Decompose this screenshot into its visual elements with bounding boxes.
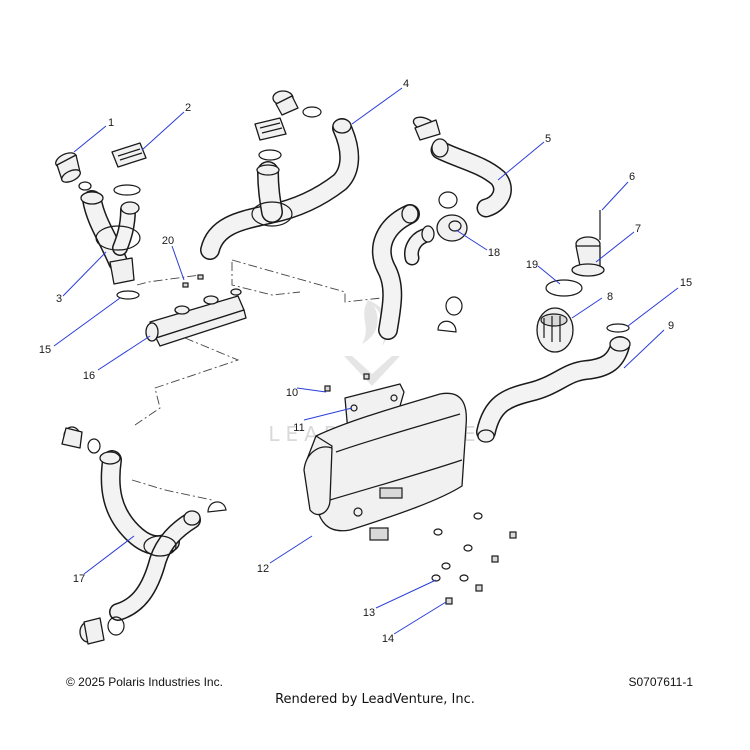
part-10-bolt	[324, 385, 331, 392]
part-12-heater-box	[303, 392, 468, 541]
part-6-7-vent	[545, 210, 605, 297]
callout-2: 2	[185, 102, 191, 114]
copyright-notice: © 2025 Polaris Industries Inc.	[66, 675, 223, 689]
callout-17: 17	[73, 573, 85, 585]
rendered-by-credit: Rendered by LeadVenture, Inc.	[275, 692, 475, 707]
callout-19: 19	[526, 259, 538, 271]
callout-4: 4	[403, 78, 409, 90]
callout-12: 12	[257, 563, 269, 575]
part-1-coupler	[55, 152, 92, 191]
callout-13: 13	[363, 607, 375, 619]
part-18-elbow	[372, 191, 468, 340]
callout-14: 14	[382, 633, 394, 645]
callout-6: 6	[629, 171, 635, 183]
part-17-lower-duct	[61, 426, 227, 645]
part-20-screws	[182, 274, 204, 288]
part-13-14-hardware	[431, 512, 517, 605]
part-2-vent-grille	[111, 142, 147, 196]
callout-3: 3	[56, 293, 62, 305]
callout-numbers: 1 2 3 4 5 6 7 8 9 10 11 12 13 14 15 15 1…	[39, 78, 692, 645]
part-3-y-duct	[80, 190, 141, 285]
part-5-upper-duct	[412, 116, 512, 218]
callout-1: 1	[108, 117, 114, 129]
callout-15-left: 15	[39, 344, 51, 356]
part-4-center-duct	[200, 90, 360, 260]
part-8-round-vent	[536, 307, 574, 353]
callout-9: 9	[668, 320, 674, 332]
part-16-manifold	[145, 288, 247, 347]
callout-10: 10	[286, 387, 298, 399]
part-9-long-duct	[476, 336, 631, 443]
drawing-number: S0707611-1	[628, 675, 694, 689]
callout-8: 8	[607, 291, 613, 303]
part-15-clamp-left	[116, 290, 140, 300]
callout-5: 5	[545, 133, 551, 145]
callout-11: 11	[293, 422, 304, 434]
callout-16: 16	[83, 370, 95, 382]
callout-7: 7	[635, 223, 641, 235]
callout-20: 20	[162, 235, 174, 247]
part-15-clamp-right	[606, 323, 630, 333]
leader-lines	[53, 87, 679, 635]
callout-15-right: 15	[680, 277, 692, 289]
callout-18: 18	[488, 247, 500, 259]
